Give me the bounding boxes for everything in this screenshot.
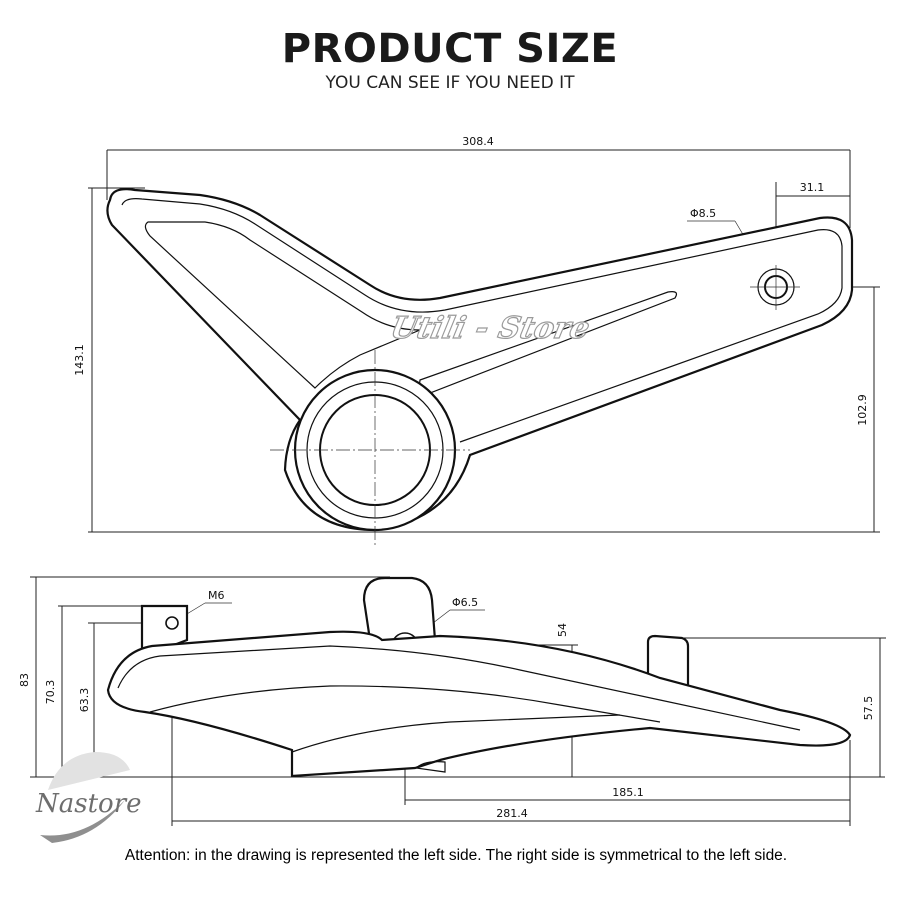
- dim-overall-height-label: 83: [18, 673, 31, 687]
- dim-height-a-label: 70.3: [44, 680, 57, 705]
- bracket-pocket: [144, 221, 421, 389]
- dim-hole-diameter-label: Φ8.5: [690, 207, 716, 220]
- dim-hole-height-label: 102.9: [856, 394, 869, 426]
- dim-height-b-label: 63.3: [78, 688, 91, 713]
- dim-pin-height-label: 54: [556, 623, 569, 637]
- dim-length-short-label: 185.1: [612, 786, 644, 799]
- logo-swoosh: [48, 752, 130, 790]
- bracket-side-profile: [106, 630, 852, 778]
- dim-hole-offset-label: 31.1: [800, 181, 825, 194]
- logo-leaf: [40, 800, 125, 843]
- bracket-side-contour: [291, 714, 621, 753]
- top-view: 308.4 143.1 31.1 102.9 Φ8.5: [73, 135, 880, 545]
- attention-note: Attention: in the drawing is represented…: [124, 847, 788, 864]
- bracket-inner-outline: [121, 198, 843, 443]
- logo-text: Nastore: [35, 789, 142, 819]
- bracket-side-contour: [149, 685, 661, 723]
- bracket-foot: [414, 761, 446, 773]
- dim-width-label: 308.4: [462, 135, 494, 148]
- dim-pin-diameter-label: Φ6.5: [452, 596, 478, 609]
- side-view: 83 70.3 63.3 M6 Φ6.5 54 57.5: [18, 576, 886, 826]
- dim-tab-height-label: 57.5: [862, 696, 875, 721]
- dim-length-long-label: 281.4: [496, 807, 528, 820]
- page-title: PRODUCT SIZE: [281, 26, 619, 72]
- dim-height-label: 143.1: [73, 344, 86, 376]
- bolt-hole: [165, 616, 179, 630]
- dim-bolt-label: M6: [208, 589, 225, 602]
- bracket-side-contour: [117, 645, 801, 731]
- bracket-outline: [106, 188, 854, 532]
- watermark: Utili - Store: [388, 311, 593, 346]
- nastore-logo: Nastore: [35, 752, 142, 843]
- page-subtitle: YOU CAN SEE IF YOU NEED IT: [325, 73, 575, 93]
